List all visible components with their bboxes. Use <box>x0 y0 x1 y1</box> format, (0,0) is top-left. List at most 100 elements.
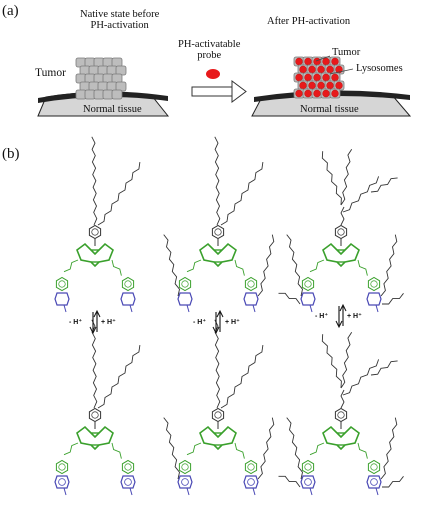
bodipy-core <box>322 242 360 268</box>
phenyl-ring-left-ring <box>58 280 66 288</box>
eq-arrowhead <box>212 326 220 335</box>
molecule-structures <box>54 136 404 496</box>
phenyl-ring-left <box>55 459 69 475</box>
methyl-bond <box>63 487 67 496</box>
peg-chain <box>220 162 264 226</box>
styryl-arm <box>186 259 202 273</box>
protonated-n <box>181 478 189 486</box>
bodipy-core <box>76 242 114 268</box>
molecule <box>54 319 141 496</box>
panel-label-b: (b) <box>2 146 20 162</box>
eq-plus-2: + H⁺ <box>225 319 240 326</box>
phenyl-ring-left <box>301 276 315 292</box>
phenyl-ring <box>88 407 102 423</box>
phenyl-ring-right-ring <box>247 280 255 288</box>
phenyl-ring <box>211 224 225 240</box>
probe-label: PH-activatable probe <box>178 39 241 62</box>
piperazine-ring <box>300 475 316 489</box>
phenyl-ring-right <box>244 459 258 475</box>
lysosome <box>304 57 312 66</box>
protonated-n <box>304 478 312 486</box>
phenyl-ring-left-ring <box>304 280 312 288</box>
lysosome <box>308 65 316 74</box>
phenyl-ring-right <box>121 276 135 292</box>
tumor-left-label: Tumor <box>35 67 66 79</box>
lysosome-pointer <box>329 68 354 75</box>
phenyl-ring-right <box>244 276 258 292</box>
lysosome <box>322 57 330 66</box>
peg-side-chain <box>257 234 275 297</box>
bodipy-core <box>199 425 237 451</box>
peg-branch <box>340 331 353 389</box>
panel-label-a: (a) <box>2 3 19 19</box>
peg-chain <box>220 345 264 409</box>
eq-plus-3: + H⁺ <box>347 313 362 320</box>
lysosome <box>331 57 339 66</box>
phenyl-ring-right <box>121 459 135 475</box>
molecule <box>278 148 404 313</box>
methyl-bond <box>252 304 256 313</box>
methyl-bond <box>375 304 379 313</box>
peg-branch <box>321 334 342 389</box>
lysosome <box>317 81 325 90</box>
peg-chain <box>340 389 345 409</box>
peg-side-chain <box>278 292 301 305</box>
piperazine-ring <box>243 292 259 306</box>
styryl-arm <box>186 442 202 456</box>
styryl-arm <box>111 442 122 459</box>
peg-branch <box>342 359 380 396</box>
eq-arrowhead <box>93 309 101 318</box>
phenyl-ring-ring <box>91 411 99 419</box>
methyl-bond <box>129 304 133 313</box>
methyl-bond <box>309 304 313 313</box>
peg-branch <box>340 148 353 206</box>
probe-dot <box>206 69 220 79</box>
eq-arrowhead <box>216 309 224 318</box>
lysosome <box>326 65 334 74</box>
lysosome <box>295 89 303 98</box>
tumor-cell <box>93 89 105 100</box>
methyl-bond <box>129 487 133 496</box>
peg-side-chain <box>286 234 303 297</box>
lysosome <box>331 89 339 98</box>
molecule <box>163 136 275 313</box>
phenyl-ring-ring <box>337 411 345 419</box>
molecule <box>278 331 404 496</box>
peg-chain <box>91 136 98 226</box>
eq-arrowhead <box>339 303 347 312</box>
tumor-cell <box>111 89 123 100</box>
lysosome <box>322 89 330 98</box>
peg-chain <box>91 319 98 409</box>
phenyl-ring-left-ring <box>58 463 66 471</box>
protonated-n <box>58 478 66 486</box>
bodipy-core <box>76 425 114 451</box>
phenyl-ring-right <box>367 459 381 475</box>
peg-branch <box>370 360 398 376</box>
phenyl-ring-ring <box>214 228 222 236</box>
bodipy-core <box>199 242 237 268</box>
eq-minus-1: - H⁺ <box>69 319 83 326</box>
tumor-right <box>293 56 345 99</box>
phenyl-ring <box>211 407 225 423</box>
equilibrium-arrows <box>89 303 347 335</box>
native-state-label: Native state before PH-activation <box>80 9 160 32</box>
peg-chain <box>340 206 345 226</box>
peg-side-chain <box>257 417 275 480</box>
phenyl-ring-left <box>178 459 192 475</box>
phenyl-ring-left <box>55 276 69 292</box>
methyl-bond <box>186 487 190 496</box>
protonated-n <box>370 478 378 486</box>
piperazine-ring <box>120 292 136 306</box>
lysosomes-label: Lysosomes <box>356 63 403 74</box>
lysosome <box>295 57 303 66</box>
peg-chain <box>214 319 221 409</box>
piperazine-ring <box>243 475 259 489</box>
lysosome <box>299 81 307 90</box>
molecule <box>54 136 141 313</box>
lysosome <box>295 73 303 82</box>
styryl-arm <box>63 442 79 456</box>
piperazine-ring <box>120 475 136 489</box>
tumor-pointer <box>315 55 331 62</box>
piperazine-ring <box>177 292 193 306</box>
